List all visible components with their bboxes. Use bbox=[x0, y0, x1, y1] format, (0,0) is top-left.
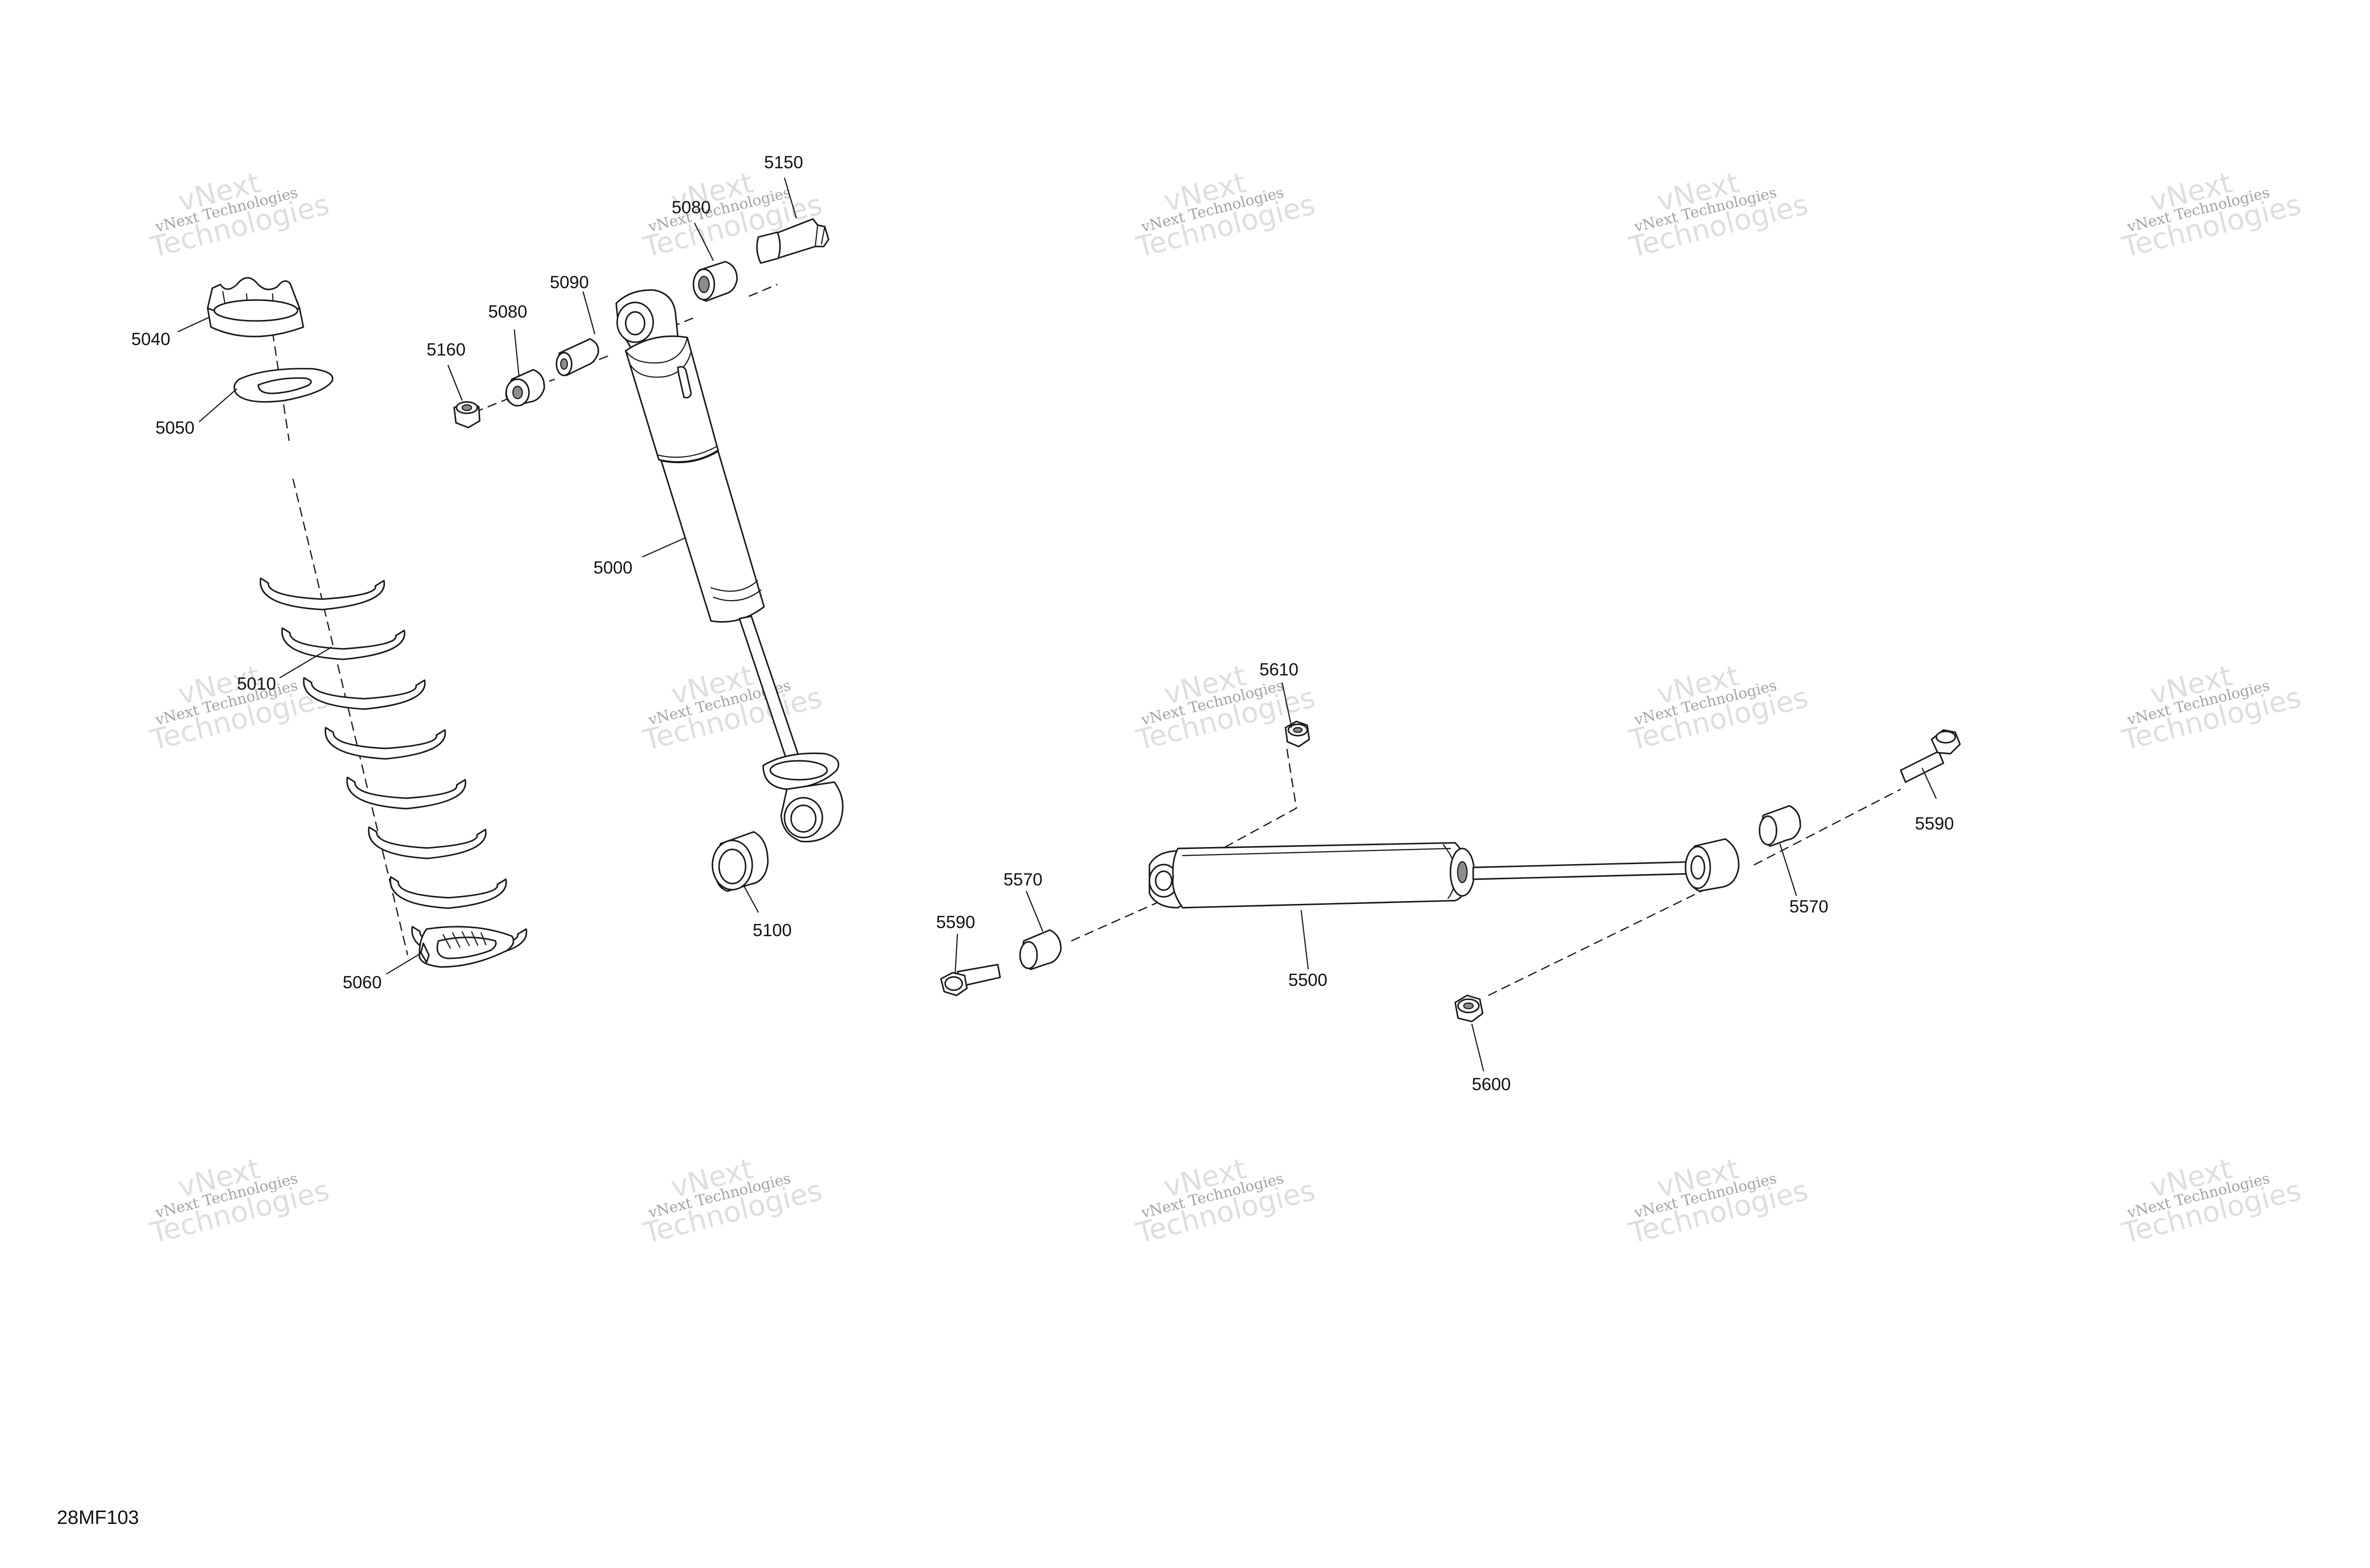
part-5050-washer bbox=[233, 368, 334, 403]
part-5610-nut bbox=[1285, 720, 1310, 748]
part-5080-bushing-left bbox=[505, 369, 545, 407]
callout-labels: 5150 5080 5090 5080 5160 5040 5050 5000 … bbox=[131, 153, 1954, 1094]
spring-coil bbox=[259, 577, 385, 611]
spring-coil bbox=[303, 677, 426, 710]
part-5570-spacer-right bbox=[1759, 805, 1801, 847]
part-5600-nut bbox=[1454, 994, 1484, 1022]
spring-axis-line bbox=[272, 331, 409, 956]
part-5040-spring-cup bbox=[207, 277, 304, 337]
part-5590-bolt-right bbox=[1900, 729, 1961, 783]
callout-5570-right: 5570 bbox=[1789, 897, 1828, 916]
callout-5570-left: 5570 bbox=[1003, 870, 1042, 889]
part-5570-spacer-left bbox=[1019, 929, 1062, 970]
callout-5090: 5090 bbox=[550, 273, 589, 292]
part-5160-nut bbox=[453, 401, 481, 428]
callout-5040: 5040 bbox=[131, 329, 170, 349]
spring-coil bbox=[389, 876, 507, 909]
callout-5150: 5150 bbox=[764, 153, 803, 172]
callout-5100: 5100 bbox=[753, 921, 792, 940]
callout-5600: 5600 bbox=[1472, 1075, 1511, 1094]
callout-5080-left: 5080 bbox=[488, 302, 527, 321]
callout-5050: 5050 bbox=[155, 418, 194, 438]
damper-right-axis-line bbox=[1488, 788, 1901, 996]
spring-coil bbox=[368, 826, 487, 859]
spring-coil bbox=[281, 627, 406, 660]
part-5060-spring-seat bbox=[418, 926, 514, 968]
callout-5590-left: 5590 bbox=[936, 912, 975, 932]
part-5100-bushing bbox=[711, 831, 769, 892]
callout-5500: 5500 bbox=[1288, 970, 1327, 990]
shock-absorber-assembly bbox=[453, 218, 844, 892]
shock-mount-axis-line bbox=[474, 283, 778, 413]
part-5150-bolt bbox=[756, 218, 830, 264]
callout-5000: 5000 bbox=[593, 558, 632, 577]
part-5080-bushing-right bbox=[693, 261, 738, 302]
damper-assembly bbox=[940, 720, 1961, 1022]
callout-5060: 5060 bbox=[343, 973, 382, 992]
callout-5010: 5010 bbox=[237, 674, 276, 693]
spring-coil bbox=[324, 727, 446, 760]
callout-5080-top: 5080 bbox=[672, 198, 711, 217]
part-5590-bolt-left bbox=[940, 964, 1001, 996]
callout-5160: 5160 bbox=[427, 340, 465, 359]
spring-assembly bbox=[207, 277, 528, 968]
leader-lines bbox=[177, 177, 1937, 1072]
spring-coil bbox=[346, 776, 466, 810]
callout-5610: 5610 bbox=[1259, 660, 1298, 679]
part-5010-coil-spring bbox=[259, 577, 528, 959]
callout-5590-right: 5590 bbox=[1915, 814, 1954, 833]
part-5000-shock-absorber bbox=[615, 289, 844, 843]
part-5090-sleeve bbox=[556, 338, 599, 376]
damper-top-axis-line bbox=[1218, 748, 1297, 852]
figure-code: 28MF103 bbox=[57, 1506, 139, 1528]
part-5500-damper bbox=[1149, 838, 1740, 909]
